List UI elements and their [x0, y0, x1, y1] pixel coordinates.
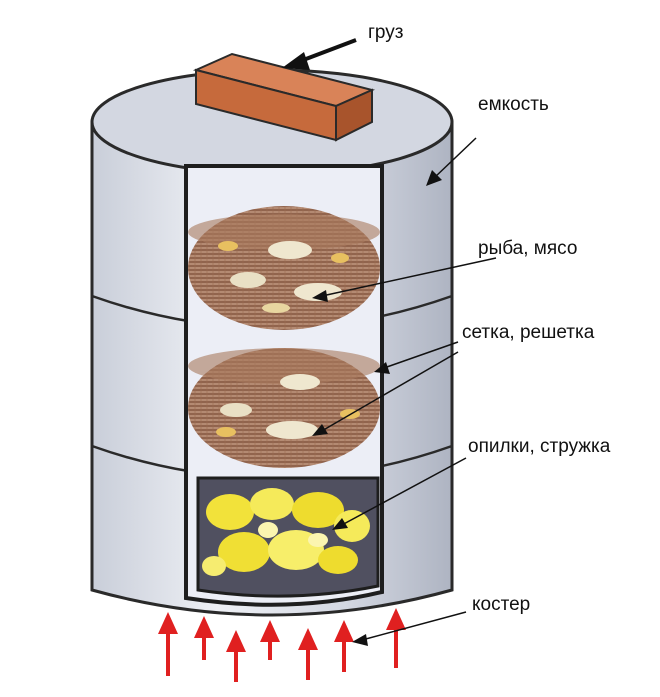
brick-weight [192, 52, 376, 142]
label-food: рыба, мясо [478, 238, 577, 259]
pointer-food [312, 257, 497, 302]
label-sawdust: опилки, стружка [468, 436, 611, 457]
pointer-arrows [282, 38, 497, 646]
pointer-grid [374, 341, 459, 374]
heat-arrow [386, 608, 406, 668]
lower-tray [188, 348, 380, 468]
label-grid: сетка, решетка [462, 322, 595, 343]
upper-tray [188, 206, 380, 330]
logo-watermark [508, 524, 616, 598]
heat-arrow [158, 612, 178, 676]
label-weight: груз [368, 22, 404, 43]
heat-arrow [334, 620, 354, 672]
label-container: емкость [478, 94, 549, 115]
sawdust-compartment [196, 476, 380, 598]
heat-arrow [226, 630, 246, 682]
heat-arrow [194, 616, 214, 660]
pointer-container [426, 137, 477, 186]
fire-heat-arrows [158, 608, 406, 682]
cutaway-window [184, 164, 384, 607]
heat-arrow [260, 620, 280, 660]
wood-chips [202, 488, 370, 576]
pointer-fire [352, 611, 467, 646]
pointer-weight [282, 38, 357, 70]
pointer-grid-2 [312, 351, 459, 436]
pointer-sawdust [332, 457, 467, 530]
label-fire: костер [472, 594, 530, 615]
heat-arrow [298, 628, 318, 680]
